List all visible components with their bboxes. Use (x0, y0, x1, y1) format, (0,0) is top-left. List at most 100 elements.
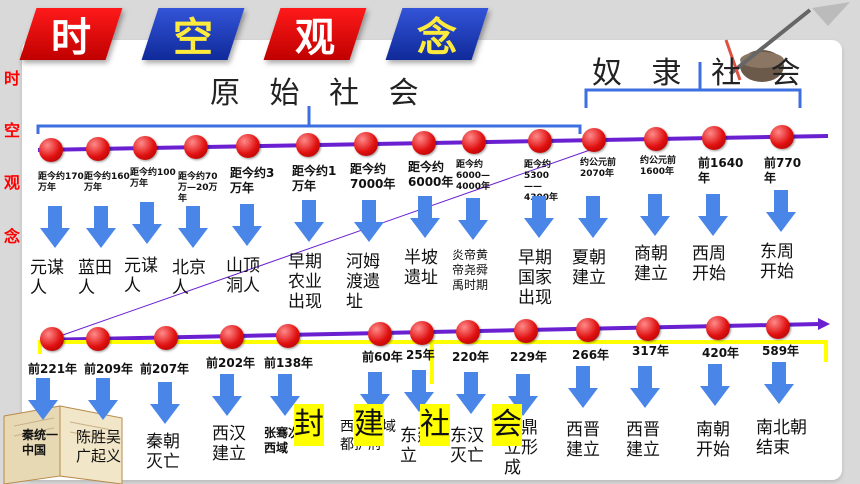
timeline-dot (296, 133, 320, 157)
event-date: 420年 (702, 346, 740, 360)
timeline-dot (276, 324, 300, 348)
event-date: 229年 (510, 350, 548, 364)
event-date: 前221年 (28, 362, 78, 376)
event-date: 266年 (572, 348, 610, 362)
event-date: 距今约100万年 (130, 168, 176, 189)
timeline-dot (528, 129, 552, 153)
event-date: 约公元前1600年 (640, 156, 677, 177)
event-label: 秦朝灭亡 (146, 432, 180, 472)
era-primitive-label: 原 始 社 会 (210, 76, 429, 111)
event-label: 陈胜吴广起义 (76, 428, 122, 465)
event-date: 约公元前2070年 (580, 158, 617, 179)
era-feudal-char: 封 (294, 404, 324, 446)
timeline-dot (410, 321, 434, 345)
down-arrow-icon (212, 374, 242, 416)
era-slave-label: 奴 隶 社 会 (592, 56, 811, 91)
down-arrow-icon (404, 370, 434, 412)
timeline-dot (412, 131, 436, 155)
event-label: 蓝田人 (78, 258, 112, 298)
down-arrow-icon (40, 206, 70, 248)
event-date: 317年 (632, 344, 670, 358)
timeline-dot (220, 325, 244, 349)
down-arrow-icon (132, 202, 162, 244)
timeline-dot (644, 127, 668, 151)
era-feudal-char: 社 (420, 404, 450, 446)
connector-line (59, 149, 591, 337)
down-arrow-icon (764, 362, 794, 404)
timeline-dot (456, 320, 480, 344)
event-label: 元谋人 (124, 256, 158, 296)
timeline-arrowhead (818, 318, 830, 330)
primitive-brace (36, 106, 582, 134)
timeline-dot (40, 327, 64, 351)
timeline-dot (576, 318, 600, 342)
event-label: 北京人 (172, 258, 206, 298)
timeline-dot (636, 317, 660, 341)
timeline-dot (702, 126, 726, 150)
timeline-dot (39, 138, 63, 162)
down-arrow-icon (524, 196, 554, 238)
down-arrow-icon (232, 204, 262, 246)
event-date: 距今约6000年 (408, 160, 454, 189)
timeline-dot (86, 137, 110, 161)
down-arrow-icon (86, 206, 116, 248)
event-date: 前207年 (140, 362, 190, 376)
down-arrow-icon (456, 372, 486, 414)
event-date: 距今约170万年 (38, 172, 84, 193)
event-label: 东汉灭亡 (450, 426, 484, 466)
event-label: 西晋建立 (566, 420, 600, 460)
event-label: 秦统一中国 (22, 428, 59, 457)
event-label: 山顶洞人 (226, 256, 260, 296)
timeline-dot (354, 132, 378, 156)
event-date: 前770年 (764, 156, 802, 185)
side-title-char: 念 (3, 227, 20, 246)
event-date: 前202年 (206, 356, 256, 370)
timeline-dot (154, 326, 178, 350)
side-title-char: 时 (3, 69, 20, 88)
timeline-dot (86, 327, 110, 351)
down-arrow-icon (568, 366, 598, 408)
event-label: 西汉建立 (212, 424, 246, 464)
timeline-dot (462, 130, 486, 154)
event-label: 河姆渡遗址 (346, 252, 380, 312)
event-label: 商朝建立 (634, 244, 668, 284)
timeline-dot (582, 128, 606, 152)
event-date: 220年 (452, 350, 490, 364)
pen-cup-icon (724, 2, 850, 82)
down-arrow-icon (410, 196, 440, 238)
event-date: 前60年 (362, 350, 403, 364)
timeline-dot (133, 136, 157, 160)
event-label: 元谋人 (30, 258, 64, 298)
timeline-dot (514, 319, 538, 343)
down-arrow-icon (766, 190, 796, 232)
event-label: 夏朝建立 (572, 248, 606, 288)
slave-brace (584, 62, 802, 108)
event-date: 25年 (406, 348, 435, 362)
event-date: 距今约70万—20万年 (178, 172, 218, 204)
book-icon (3, 405, 123, 484)
down-arrow-icon (294, 200, 324, 242)
event-label: 南朝开始 (696, 420, 730, 460)
timeline-dot (766, 315, 790, 339)
down-arrow-icon (88, 378, 118, 420)
down-arrow-icon (178, 206, 208, 248)
event-label: 早期农业出现 (288, 252, 322, 312)
down-arrow-icon (354, 200, 384, 242)
era-feudal-char: 建 (354, 404, 384, 446)
event-date: 距今约7000年 (350, 162, 396, 191)
era-feudal-char: 会 (492, 404, 522, 446)
event-label: 炎帝黄帝尧舜禹时期 (452, 248, 489, 292)
down-arrow-icon (28, 378, 58, 420)
event-label: 半坡遗址 (404, 248, 438, 288)
side-title-char: 空 (3, 121, 20, 140)
down-arrow-icon (578, 196, 608, 238)
down-arrow-icon (458, 198, 488, 240)
event-date: 前209年 (84, 362, 134, 376)
event-date: 距今约1万年 (292, 164, 337, 193)
timeline-dot (770, 125, 794, 149)
event-label: 西晋建立 (626, 420, 660, 460)
event-label: 东周开始 (760, 242, 794, 282)
down-arrow-icon (360, 372, 390, 414)
